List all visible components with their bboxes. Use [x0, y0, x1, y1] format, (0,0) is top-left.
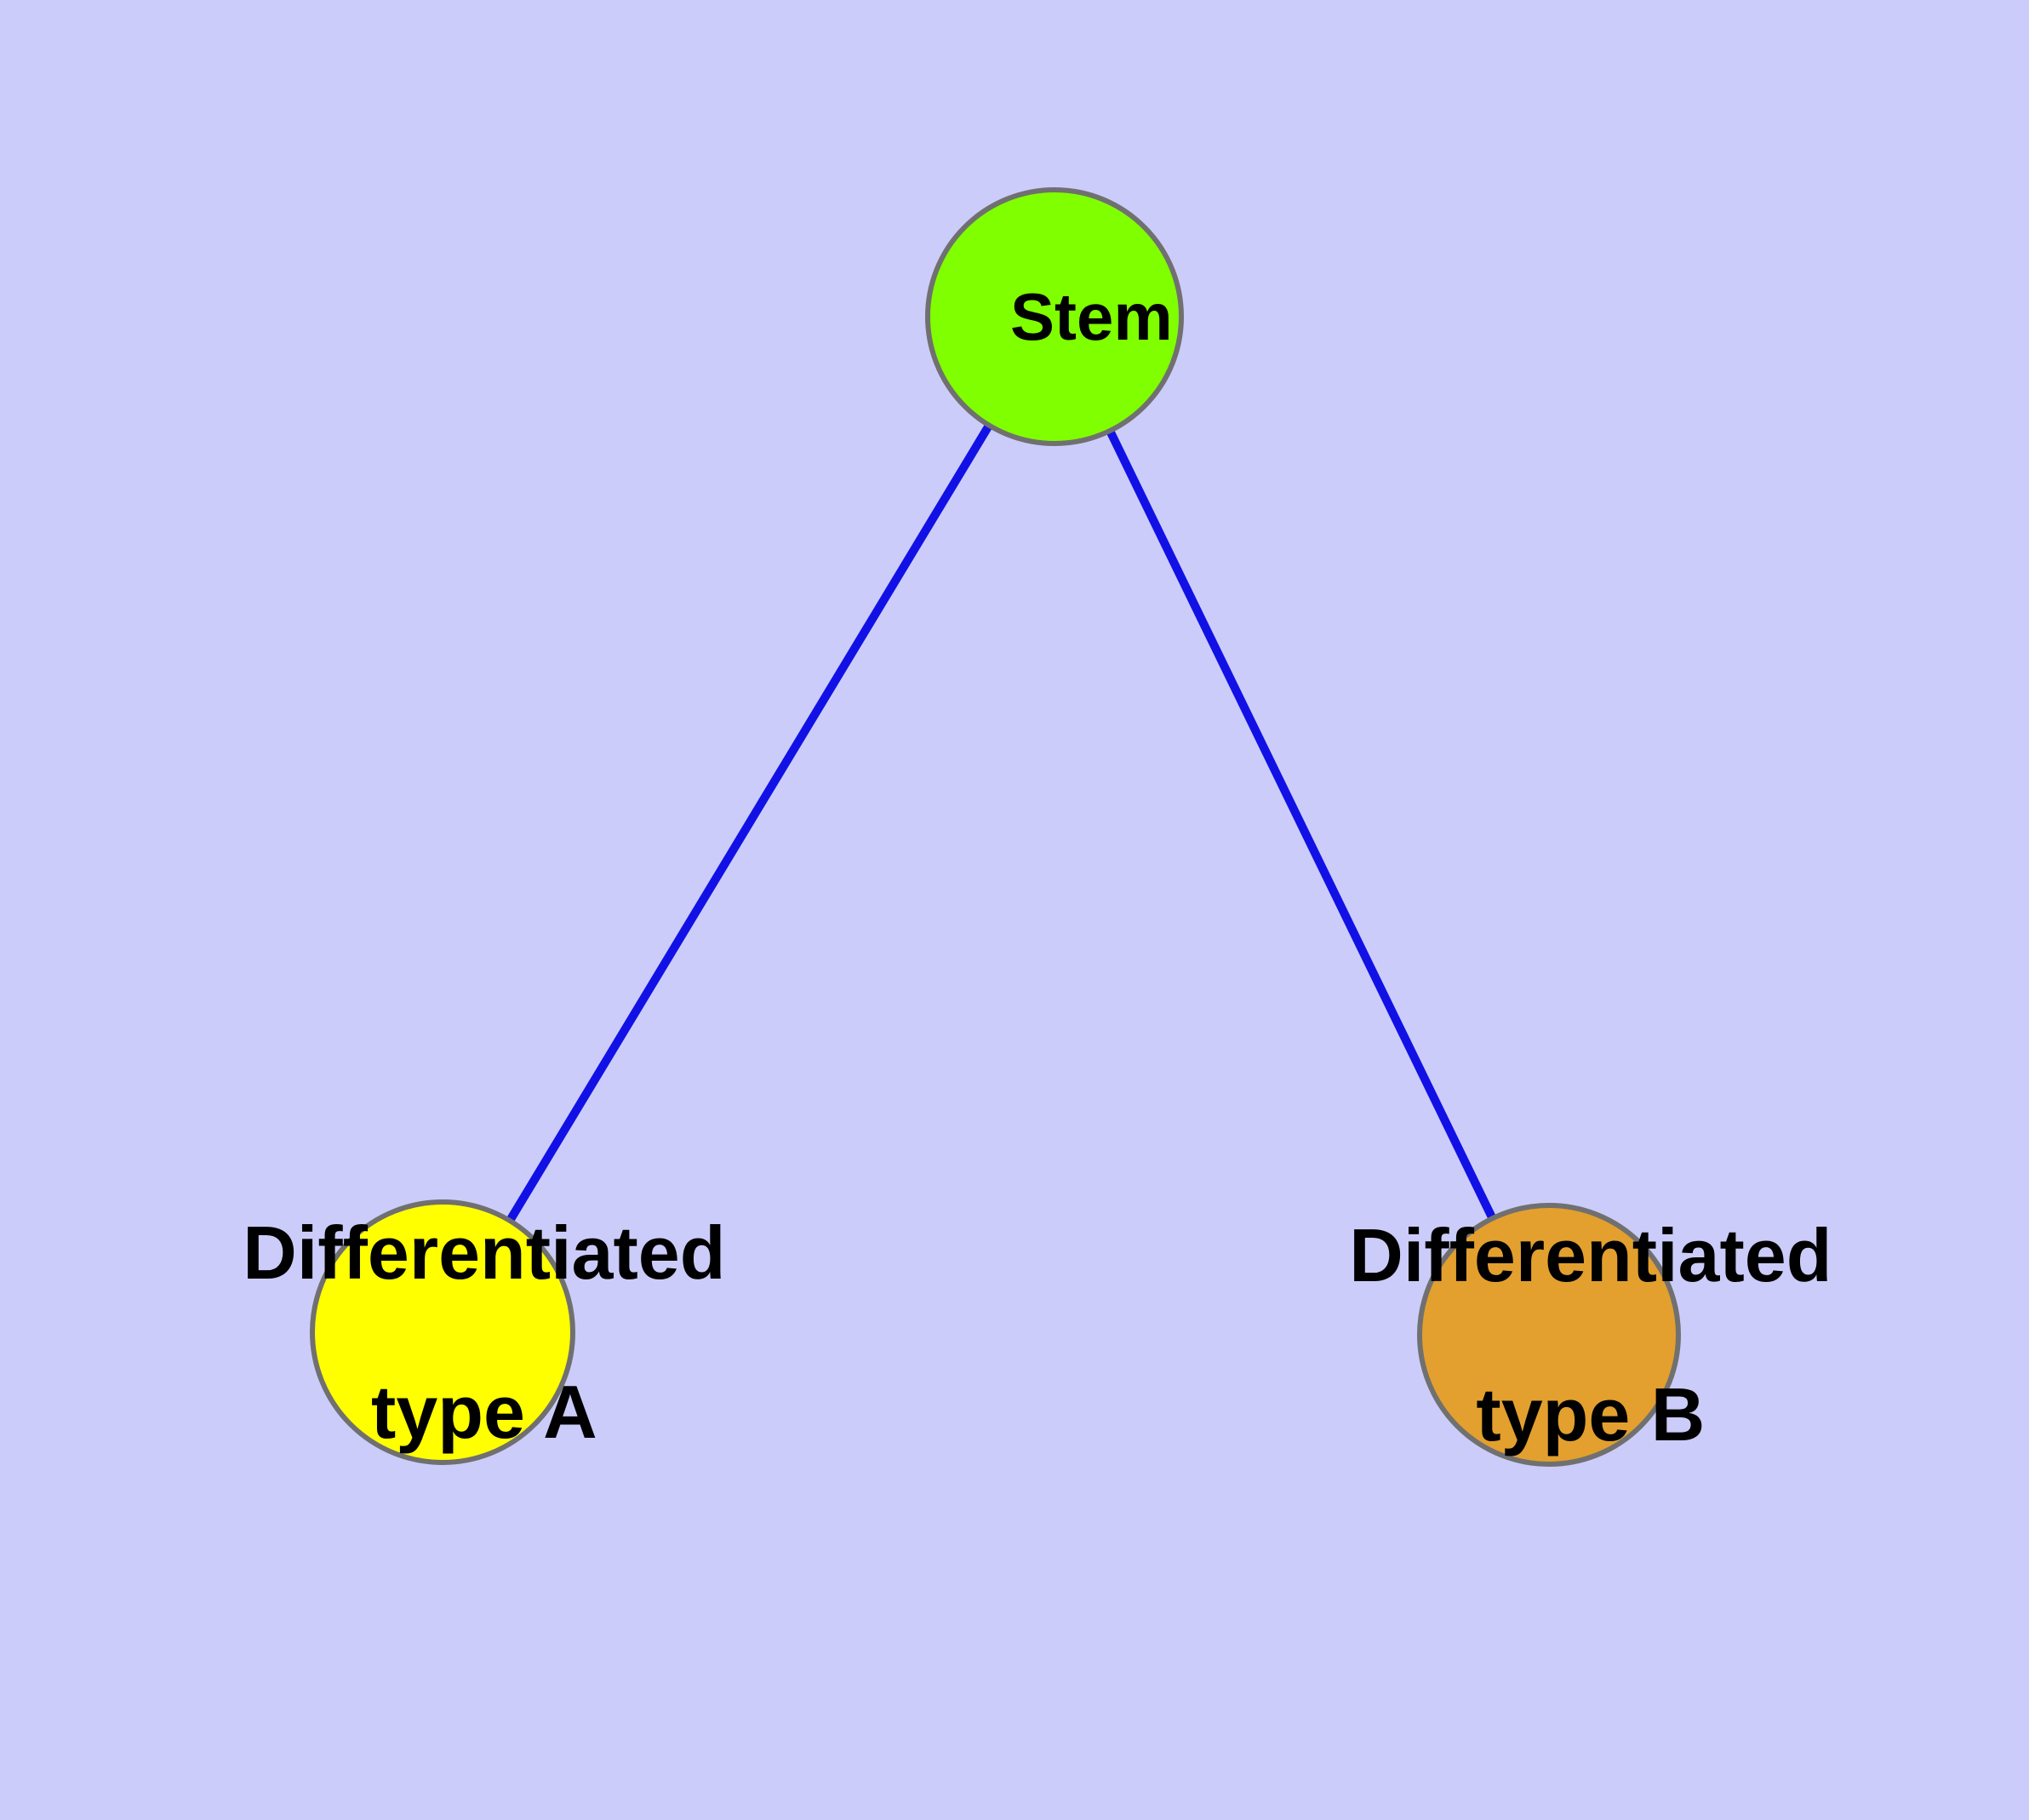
nodes-layer — [310, 187, 1681, 1467]
edges-layer — [506, 424, 1496, 1222]
graph-edge-stem-to-b — [1106, 430, 1496, 1219]
graph-node-diff_a[interactable] — [310, 1199, 575, 1465]
graph-node-diff_b[interactable] — [1417, 1203, 1681, 1467]
graph-edge-stem-to-a — [506, 424, 992, 1222]
graph-node-stem[interactable] — [925, 187, 1184, 446]
